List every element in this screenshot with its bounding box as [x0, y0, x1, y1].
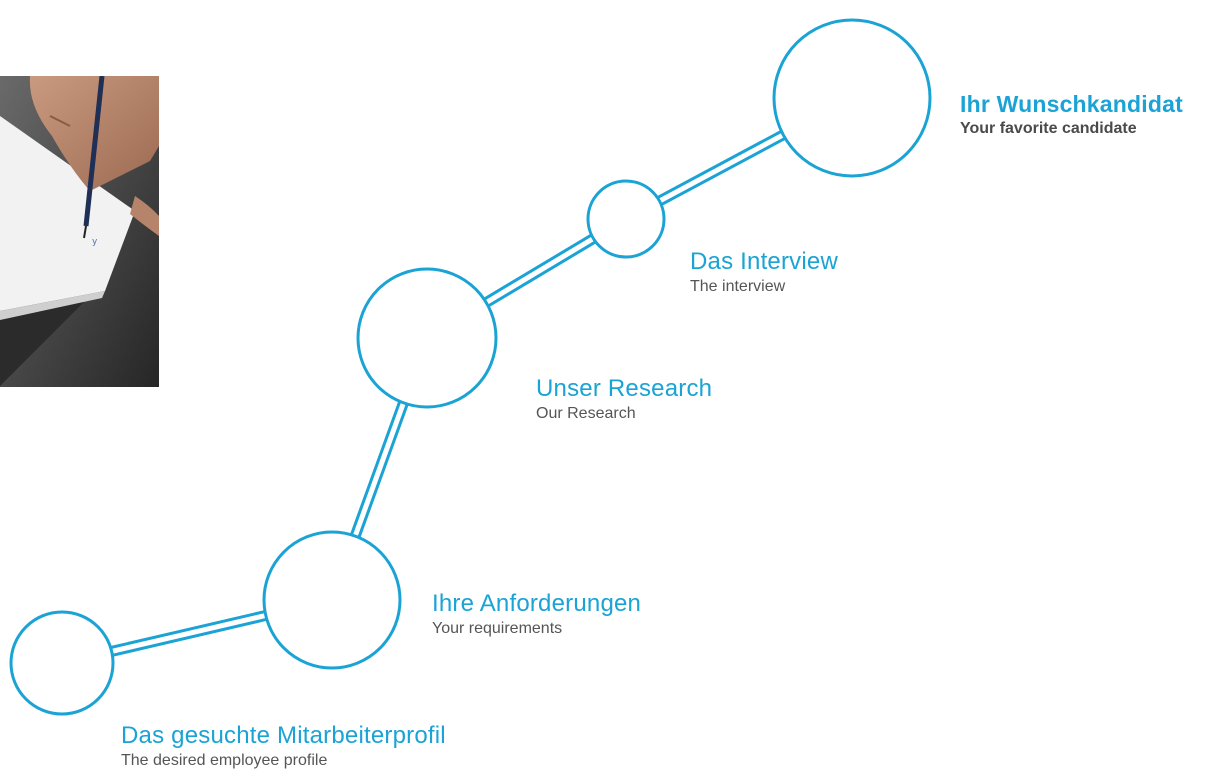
connector-line: [357, 403, 409, 538]
node-requirements: [262, 530, 402, 670]
connector-line: [660, 137, 786, 206]
node-profile: [9, 610, 115, 716]
node-interview: [586, 179, 666, 259]
hand-writing-photo: y: [0, 76, 159, 387]
node-research: [356, 267, 498, 409]
connector-line: [112, 617, 268, 657]
step-title: Unser Research: [536, 375, 713, 402]
step-subtitle: Your requirements: [432, 620, 563, 637]
connector-line: [483, 233, 593, 301]
connector-line: [110, 610, 266, 649]
step-label-profile: Das gesuchte Mitarbeiterprofil The desir…: [121, 722, 446, 772]
step-title: Das Interview: [690, 248, 838, 275]
connector-line: [487, 240, 597, 308]
step-subtitle: The desired employee profile: [121, 752, 328, 769]
step-label-requirements: Ihre Anforderungen Your requirements: [432, 590, 641, 640]
connector-line: [350, 400, 402, 536]
node-candidate: [772, 18, 932, 178]
step-label-interview: Das Interview The interview: [690, 248, 838, 298]
step-subtitle: The interview: [690, 278, 786, 295]
step-subtitle: Your favorite candidate: [960, 120, 1137, 137]
connector-line: [656, 129, 783, 199]
step-title: Ihre Anforderungen: [432, 590, 642, 617]
step-label-research: Unser Research Our Research: [536, 375, 712, 425]
svg-text:y: y: [92, 237, 98, 247]
step-label-candidate: Ihr Wunschkandidat Your favorite candida…: [960, 90, 1183, 140]
step-title: Ihr Wunschkandidat: [960, 91, 1183, 117]
step-title: Das gesuchte Mitarbeiterprofil: [121, 722, 446, 749]
step-subtitle: Our Research: [536, 405, 636, 422]
